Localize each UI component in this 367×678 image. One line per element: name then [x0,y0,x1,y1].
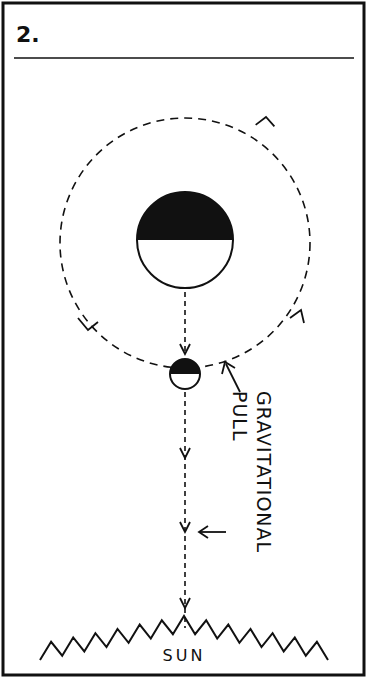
pointer-arrow [199,526,208,538]
pointer-arrow [226,364,240,392]
pull-line [184,292,186,352]
frame [3,3,364,675]
sun-shape: SUN [36,606,332,673]
orbit-arrow [78,318,98,330]
panel-number: 2. [16,22,40,47]
orbit [60,118,310,368]
pointer-arrow [222,362,235,374]
arrowhead [180,344,190,354]
sun-label: SUN [36,646,332,665]
orbit-arrow [256,115,277,134]
orbit-arrow [290,310,304,323]
arrowhead [180,598,190,608]
callout-label: GRAVITATIONAL PULL [228,391,276,591]
arrowhead [180,522,190,532]
moon-shadow [170,359,200,374]
title-rule [14,57,354,59]
moon [170,359,200,389]
earth [137,192,233,288]
arrowhead [180,448,190,458]
pointer-arrow [200,531,226,533]
earth-shadow [137,192,233,240]
pull-line [184,392,186,628]
